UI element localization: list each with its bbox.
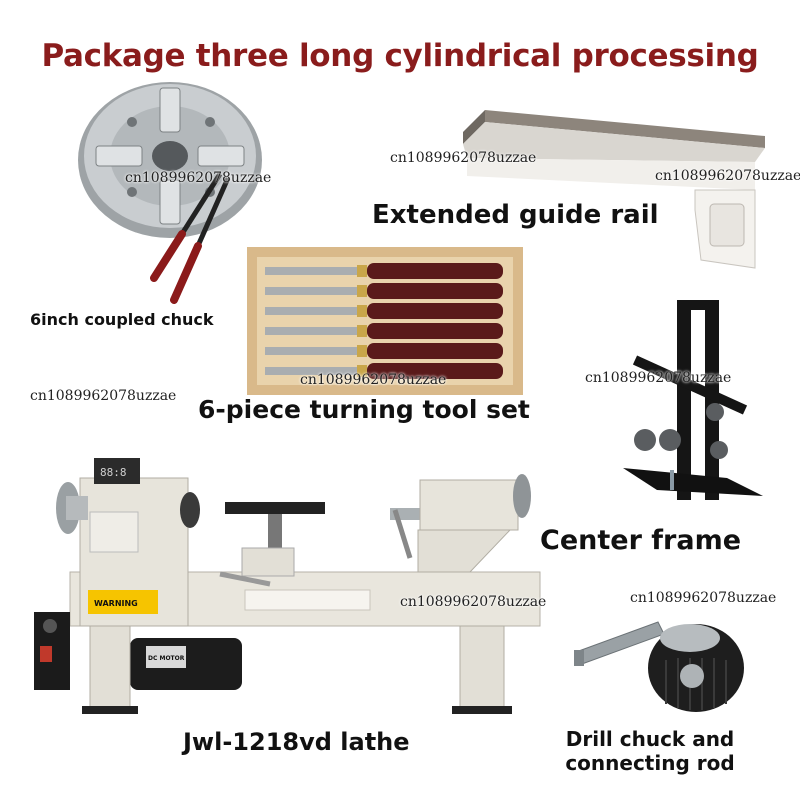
watermark: cn1089962078uzzae (300, 372, 447, 388)
watermark: cn1089962078uzzae (585, 370, 732, 386)
lathe-image: 88:8 WARNING DC MOTOR (34, 458, 541, 714)
label-drill-line1: Drill chuck and (565, 727, 735, 751)
label-drill-line2: connecting rod (565, 751, 735, 775)
label-chuck: 6inch coupled chuck (30, 310, 214, 329)
turning-tool (265, 283, 503, 299)
drill-chuck-image (574, 621, 744, 712)
lathe-warning-plate: WARNING (94, 599, 138, 608)
svg-text:88:8: 88:8 (100, 466, 127, 479)
watermark: cn1089962078uzzae (30, 388, 177, 404)
watermark: cn1089962078uzzae (655, 168, 800, 184)
lathe-motor-plate: DC MOTOR (148, 655, 185, 662)
watermark: cn1089962078uzzae (400, 594, 547, 610)
turning-tool (265, 323, 503, 339)
turning-tool (265, 263, 503, 279)
center-frame-image (623, 300, 763, 500)
label-lathe: Jwl-1218vd lathe (183, 728, 410, 756)
turning-tool (265, 363, 503, 379)
watermark: cn1089962078uzzae (630, 590, 777, 606)
label-center-frame: Center frame (540, 525, 742, 556)
watermark: cn1089962078uzzae (390, 150, 537, 166)
chuck-keys (150, 172, 231, 304)
label-toolset: 6-piece turning tool set (198, 395, 530, 424)
page-title: Package three long cylindrical processin… (41, 38, 759, 74)
label-drill: Drill chuck and connecting rod (565, 727, 735, 775)
guide-rail-image (463, 110, 765, 269)
turning-tool (265, 343, 503, 359)
chuck-image (78, 82, 262, 304)
label-rail: Extended guide rail (372, 200, 659, 230)
turning-tool (265, 303, 503, 319)
toolset-image (247, 247, 523, 395)
watermark: cn1089962078uzzae (125, 170, 272, 186)
